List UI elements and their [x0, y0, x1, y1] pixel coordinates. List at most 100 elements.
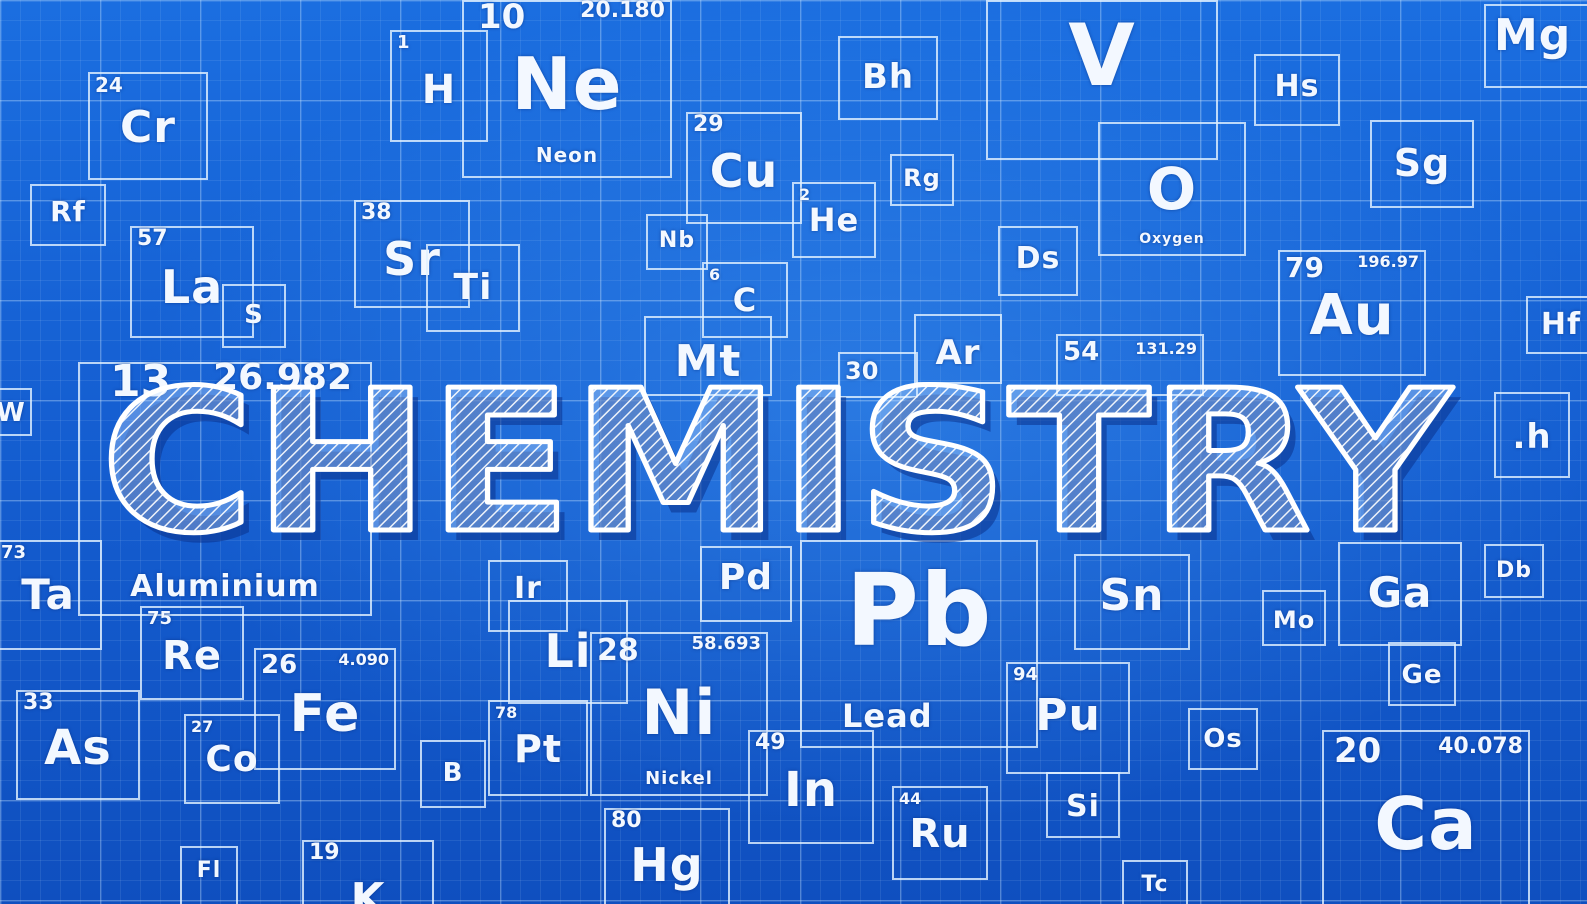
element-symbol: Ir [514, 571, 542, 606]
element-tile-sg: Sg [1370, 120, 1474, 208]
atomic-number: 57 [137, 226, 168, 251]
element-symbol: S [244, 300, 264, 330]
element-tile-k: 19 K [302, 840, 434, 904]
element-tile-mg: Mg [1484, 4, 1587, 88]
atomic-number: 54 [1063, 337, 1100, 367]
element-tile-hf: Hf [1526, 296, 1587, 354]
element-tile-pb: Pb Lead [800, 540, 1038, 748]
atomic-number: 73 [1, 542, 27, 563]
element-symbol: B [442, 758, 464, 788]
element-symbol: Pb [845, 552, 993, 669]
element-tile-as: 33 As [16, 690, 140, 800]
element-symbol: Mg [1494, 10, 1572, 61]
element-tile-pd: Pd [700, 546, 792, 622]
element-symbol: Hg [630, 838, 704, 892]
element-symbol: V [1068, 6, 1136, 106]
element-tile-la: 57 La [130, 226, 254, 338]
element-tile-in: 49 In [748, 730, 874, 844]
element-tile-mt: Mt [644, 316, 772, 396]
element-tile-sn: Sn [1074, 554, 1190, 650]
element-tile-cu: 29 Cu [686, 112, 802, 224]
element-tile-ta: 73 Ta [0, 540, 102, 650]
element-tile-s: S [222, 284, 286, 348]
element-symbol: Ne [511, 42, 623, 126]
element-symbol: Rg [903, 164, 941, 192]
element-symbol: Fe [289, 684, 361, 744]
element-symbol: Ta [21, 570, 75, 619]
element-tile-c: 6 C [702, 262, 788, 338]
element-tile-rg: Rg [890, 154, 954, 206]
element-symbol: Nb [658, 228, 696, 253]
element-tile-cr: 24 Cr [88, 72, 208, 180]
element-tile-mo: Mo [1262, 590, 1326, 646]
element-symbol: He [808, 201, 860, 239]
element-tile-b: B [420, 740, 486, 808]
element-symbol: Fl [196, 858, 222, 883]
element-tile-hs: Hs [1254, 54, 1340, 126]
atomic-number: 79 [1285, 251, 1324, 284]
element-symbol: Hf [1540, 307, 1582, 342]
element-name: Neon [535, 143, 599, 167]
element-tile-rf: Rf [30, 184, 106, 246]
element-symbol: Os [1203, 724, 1243, 754]
atomic-number: 33 [23, 690, 54, 715]
atomic-number: 28 [597, 633, 639, 668]
element-name: Lead [842, 697, 933, 735]
element-tile-ti: Ti [426, 244, 520, 332]
atomic-number: 38 [361, 200, 392, 225]
element-symbol: W [0, 398, 26, 428]
atomic-number: 1 [397, 32, 410, 53]
element-symbol: In [783, 762, 839, 818]
element-symbol: Pu [1035, 690, 1101, 741]
element-symbol: Ds [1015, 241, 1061, 276]
element-name: Oxygen [1139, 231, 1205, 247]
atomic-number: 44 [899, 789, 922, 808]
atomic-number: 24 [95, 73, 123, 97]
element-symbol: Sn [1099, 570, 1165, 621]
element-symbol: Ni [641, 676, 717, 749]
atomic-number: 19 [309, 840, 340, 865]
element-tile-pu: 94 Pu [1006, 662, 1130, 774]
element-symbol: Cu [709, 144, 779, 198]
element-symbol: Bh [861, 57, 915, 97]
element-tile-li: Li [508, 600, 628, 704]
element-symbol: Ge [1401, 660, 1443, 690]
element-symbol: Ru [909, 811, 971, 857]
element-tile-hg: 80 Hg [604, 808, 730, 904]
atomic-number: 30 [845, 357, 879, 385]
element-tile-pt: 78 Pt [488, 700, 588, 796]
element-tile-ge: Ge [1388, 642, 1456, 706]
atomic-mass: 20.180 [580, 0, 665, 23]
element-tile-zn: 30 [838, 352, 918, 398]
element-tile-he: 2 He [792, 182, 876, 258]
element-tile-ir: Ir [488, 560, 568, 632]
atomic-number: 10 [478, 0, 526, 37]
element-symbol: Tc [1141, 872, 1169, 897]
atomic-number: 29 [693, 112, 724, 137]
atomic-mass: 26.982 [213, 357, 352, 398]
element-symbol: Ti [453, 267, 493, 308]
element-tile-xe: 54 131.29 [1056, 334, 1204, 396]
element-tile-os: Os [1188, 708, 1258, 770]
atomic-number: 94 [1013, 664, 1039, 685]
atomic-number: 13 [110, 356, 172, 407]
element-symbol: C [732, 281, 758, 319]
element-symbol: Db [1495, 558, 1532, 583]
atomic-number: 26 [261, 650, 298, 680]
element-tile-bh: Bh [838, 36, 938, 120]
element-symbol: Ca [1374, 782, 1478, 866]
element-tile-ne: 10 20.180 Ne Neon [462, 0, 672, 178]
element-symbol: Cr [120, 102, 176, 153]
element-tile-aluminium: 13 26.982 Aluminium [78, 356, 372, 616]
atomic-mass: 58.693 [691, 633, 761, 654]
element-symbol: Rf [50, 195, 86, 228]
element-symbol: Ar [935, 333, 981, 373]
element-symbol: Si [1066, 789, 1100, 824]
element-tile-si: Si [1046, 772, 1120, 838]
element-tile-fe: 26 4.090 Fe [254, 648, 396, 770]
atomic-number: 27 [191, 717, 214, 736]
element-symbol: As [44, 720, 112, 776]
element-tile-ca: 20 40.078 Ca [1322, 730, 1530, 904]
element-symbol: Li [544, 624, 592, 678]
